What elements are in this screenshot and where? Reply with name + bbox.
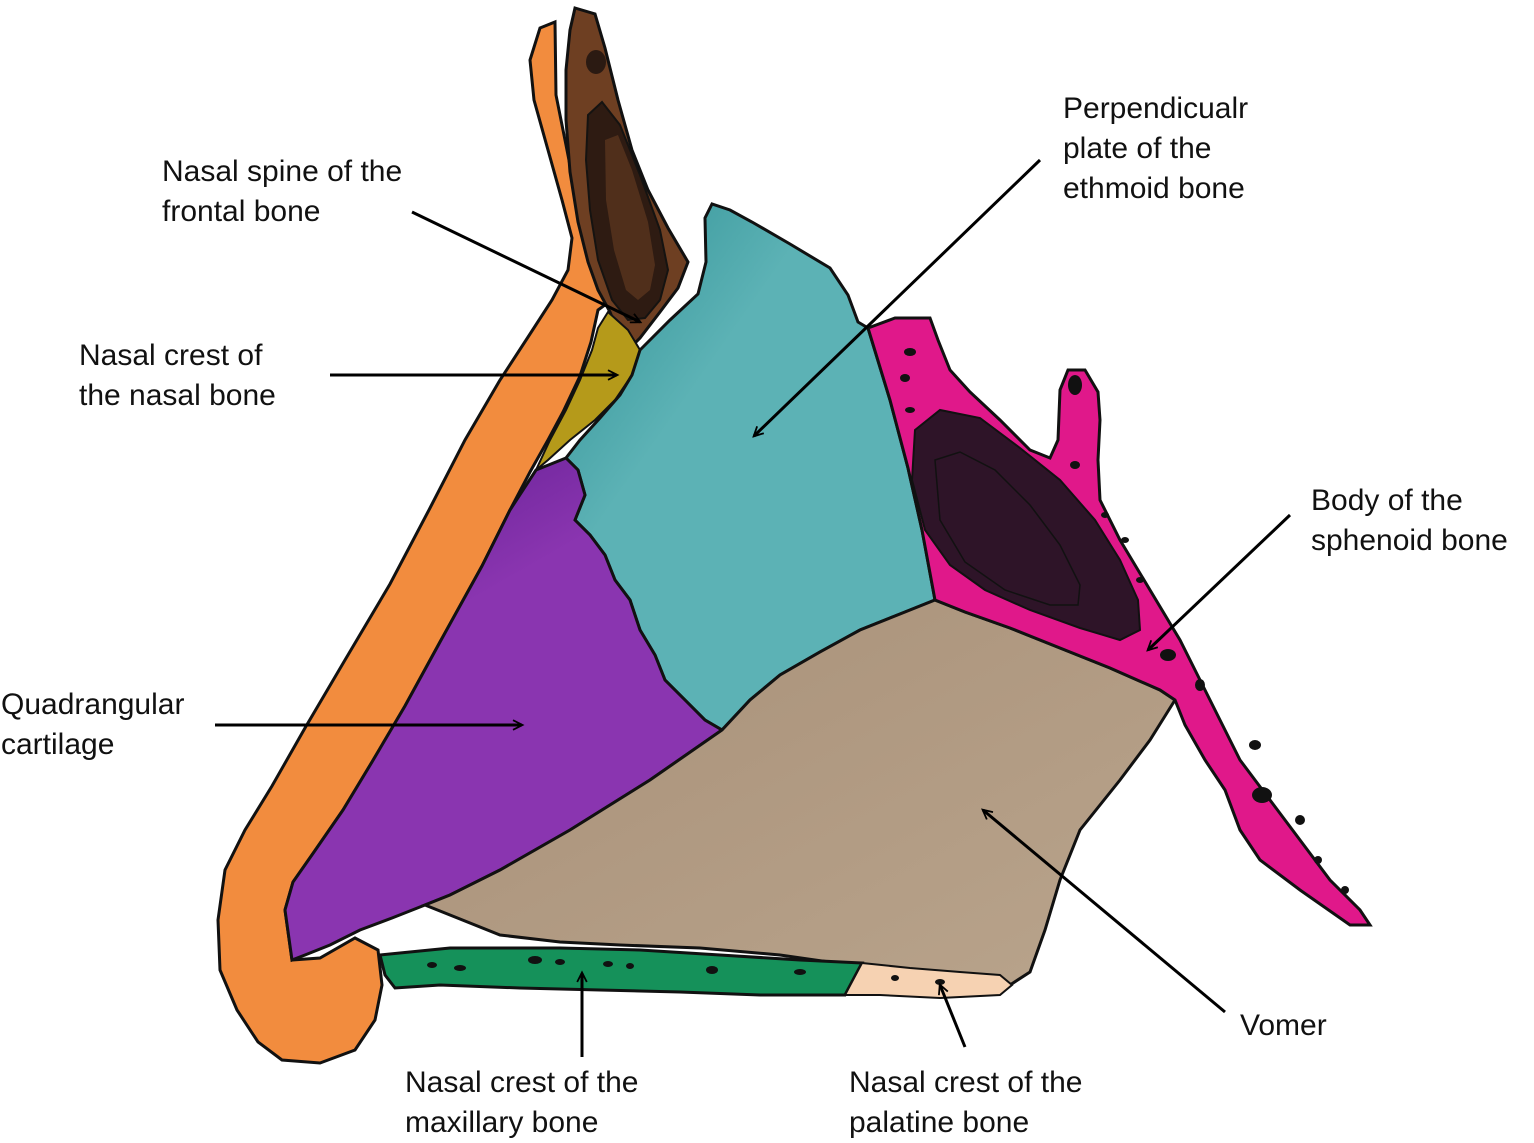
arrow-nasal-crest-palatine xyxy=(940,985,967,1048)
frontal-foramen xyxy=(586,50,606,74)
label-line: Nasal crest of the xyxy=(405,1066,639,1099)
arrow-body-sphenoid xyxy=(1148,513,1292,650)
label-line: Nasal crest of xyxy=(79,339,263,372)
bone-speckles xyxy=(427,348,1349,985)
label-line: Quadrangular xyxy=(1,688,185,721)
arrow-vomer xyxy=(983,810,1226,1014)
label-nasal-crest-maxillary: Nasal crest of the maxillary bone xyxy=(405,1063,638,1143)
label-line: cartilage xyxy=(1,728,115,761)
label-nasal-crest-palatine: Nasal crest of the palatine bone xyxy=(849,1063,1082,1143)
vomer-region xyxy=(420,598,1178,987)
maxillary-crest-region xyxy=(378,946,865,997)
label-line: Nasal spine of the xyxy=(162,155,403,188)
label-line: sphenoid bone xyxy=(1311,524,1508,557)
frontal-sinus-inner xyxy=(605,135,655,300)
palatine-crest-region xyxy=(843,961,1014,1000)
label-nasal-crest-nasal: Nasal crest of the nasal bone xyxy=(79,336,276,416)
label-vomer: Vomer xyxy=(1240,1006,1327,1046)
label-nasal-spine-frontal: Nasal spine of the frontal bone xyxy=(162,152,402,232)
sphenoid-sinus-inner xyxy=(934,451,1081,606)
label-line: frontal bone xyxy=(162,195,321,228)
label-line: Vomer xyxy=(1240,1009,1327,1042)
label-body-sphenoid: Body of the sphenoid bone xyxy=(1311,481,1508,561)
label-line: Nasal crest of the xyxy=(849,1066,1083,1099)
arrow-nasal-spine-frontal xyxy=(411,210,640,324)
arrow-perpendicular-plate xyxy=(754,158,1042,436)
label-line: the nasal bone xyxy=(79,379,276,412)
label-line: ethmoid bone xyxy=(1063,172,1245,205)
label-line: Body of the xyxy=(1311,484,1463,517)
label-quadrangular-cartilage: Quadrangular cartilage xyxy=(1,685,184,765)
label-line: plate of the xyxy=(1063,132,1212,165)
label-line: Perpendicualr xyxy=(1063,92,1249,125)
nose-skin-region xyxy=(216,19,611,1065)
label-line: maxillary bone xyxy=(405,1106,599,1139)
pointer-arrows xyxy=(215,158,1292,1057)
label-perpendicular-plate: Perpendicualr plate of the ethmoid bone xyxy=(1063,89,1248,209)
label-line: palatine bone xyxy=(849,1106,1030,1139)
